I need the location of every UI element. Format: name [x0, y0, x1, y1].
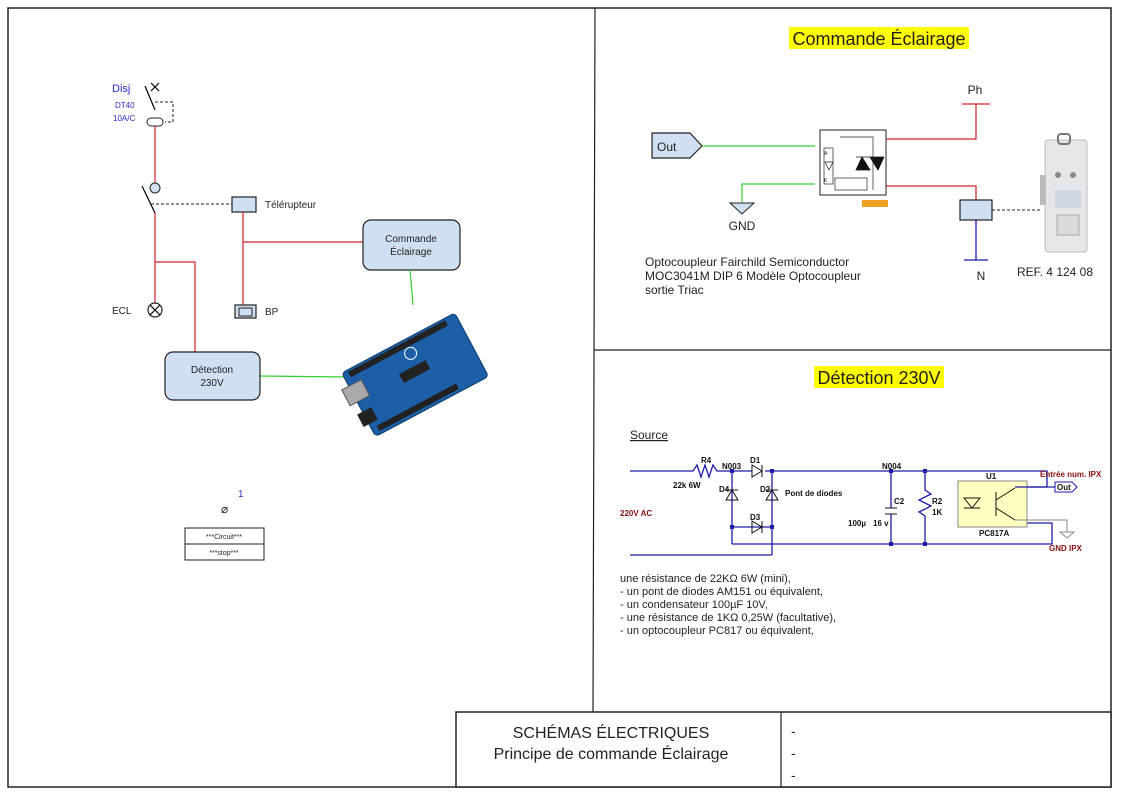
d1-label: D1 — [750, 456, 761, 465]
breaker-label: Disj — [112, 83, 130, 95]
terminal-icon — [149, 182, 161, 194]
commande-section: Commande Éclairage Out GND A K Ph N — [645, 27, 1093, 297]
circuit-row: ***Circuit*** — [206, 534, 242, 541]
detection-block-line1: Détection — [191, 365, 233, 376]
c2-value: 100µ — [848, 519, 866, 528]
neutral-label: N — [977, 269, 986, 283]
opto-caption-line1: Optocoupleur Fairchild Semiconductor — [645, 255, 849, 269]
r2-label: R2 — [932, 497, 943, 506]
r4-label: R4 — [701, 456, 712, 465]
parts-list: une résistance de 22KΩ 6W (mini), - un p… — [620, 573, 836, 637]
n004-label: N004 — [882, 462, 902, 471]
push-button-icon — [234, 304, 257, 319]
bridge-label: Pont de diodes — [785, 489, 843, 498]
marker-number: 1 — [238, 489, 244, 500]
r2-value: 1K — [932, 508, 942, 517]
detection-title: Détection 230V — [817, 368, 940, 388]
ac-input-label: 220V AC — [620, 509, 652, 518]
phase-label: Ph — [968, 83, 983, 97]
opto-caption-line2: MOC3041M DIP 6 Modèle Optocoupleur — [645, 269, 861, 283]
breaker-rating: 10A/C — [113, 114, 135, 123]
out-port-label: Out — [657, 140, 677, 154]
commande-eclairage-block — [362, 219, 461, 271]
marker-symbol: ⌀ — [221, 502, 228, 516]
pin-a-label: A — [824, 151, 828, 157]
ground-icon — [728, 202, 756, 215]
digital-input-label: Entrée num. IPX — [1040, 470, 1102, 479]
parts-list-item: - une résistance de 1KΩ 0,25W (facultati… — [620, 612, 836, 624]
n003-label: N003 — [722, 462, 742, 471]
pc817-optocoupler — [957, 480, 1028, 528]
title-block-field: - — [791, 723, 796, 739]
commande-title: Commande Éclairage — [792, 29, 965, 49]
out-flag-label: Out — [1057, 483, 1071, 492]
d4-label: D4 — [719, 485, 730, 494]
optotriac-symbol: A K — [819, 129, 888, 207]
parts-list-item: - un optocoupleur PC817 ou équivalent, — [620, 625, 814, 637]
arduino-board-image — [341, 313, 488, 436]
parts-list-item: - un condensateur 100µF 10V, — [620, 599, 768, 611]
detection-circuit: Out — [630, 462, 1078, 556]
out-port — [651, 132, 703, 159]
r4-value: 22k 6W — [673, 481, 701, 490]
u1-model: PC817A — [979, 529, 1009, 538]
product-reference: REF. 4 124 08 — [1017, 265, 1093, 279]
commande-block-line2: Éclairage — [390, 245, 432, 258]
parts-list-item: une résistance de 22KΩ 6W (mini), — [620, 573, 791, 585]
u1-label: U1 — [986, 472, 997, 481]
source-link[interactable]: Source — [630, 428, 668, 442]
parts-list-item: - un pont de diodes AM151 ou équivalent, — [620, 586, 823, 598]
title-block-field: - — [791, 745, 796, 761]
d3-label: D3 — [750, 513, 761, 522]
detection-block-line2: 230V — [200, 378, 224, 389]
lamp-label: ECL — [112, 306, 132, 317]
relay-coil-box — [959, 199, 993, 221]
gnd-label: GND — [729, 219, 756, 233]
title-block-title: SCHÉMAS ÉLECTRIQUES — [513, 723, 709, 742]
title-block-subtitle: Principe de commande Éclairage — [494, 744, 729, 763]
gnd-ipx-label: GND IPX — [1049, 544, 1083, 553]
d2-label: D2 — [760, 485, 771, 494]
title-block: SCHÉMAS ÉLECTRIQUES Principe de commande… — [455, 711, 1112, 788]
left-wiring-diagram: Disj DT40 10A/C Télérupteur ECL BP Comma… — [112, 82, 488, 561]
lamp-icon — [147, 302, 163, 318]
push-button-label: BP — [265, 307, 279, 318]
detection-section: Détection 230V Source Out R4 22k 6W N003… — [620, 366, 1102, 637]
commande-block-line1: Commande — [385, 234, 437, 245]
c2-label: C2 — [894, 497, 905, 506]
stop-row: ***stop*** — [209, 550, 239, 557]
breaker-model: DT40 — [115, 101, 135, 110]
title-block-field: - — [791, 767, 796, 783]
telerupteur-box — [231, 196, 257, 213]
opto-caption-line3: sortie Triac — [645, 283, 704, 297]
detection-230v-block — [164, 351, 261, 401]
circuit-breaker-symbol — [144, 82, 174, 127]
pin-k-label: K — [824, 178, 828, 184]
telerupteur-product-image — [1040, 133, 1088, 253]
c2-voltage: 16 v — [873, 519, 889, 528]
telerupteur-label: Télérupteur — [265, 200, 317, 211]
